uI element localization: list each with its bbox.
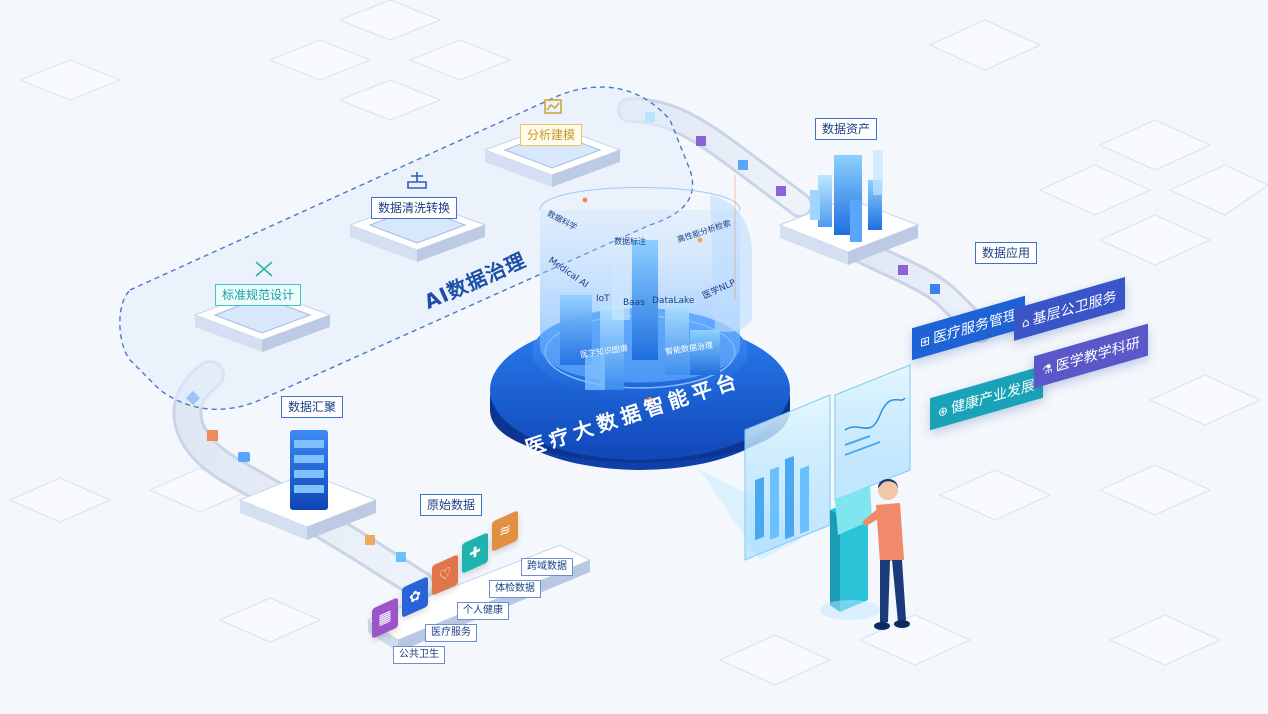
step-data-aggregation: 数据汇聚 (281, 396, 344, 418)
home-care-icon: ⌂ (1022, 314, 1030, 331)
step-data-assets: 数据资产 (815, 118, 878, 140)
cyl-label-iot: IoT (596, 294, 610, 304)
step-data-application: 数据应用 (975, 242, 1038, 264)
step-data-cleaning: 数据清洗转换 (371, 197, 458, 219)
raw-source-personal-health: 个人健康 (457, 602, 509, 620)
step-standard-design: 标准规范设计 (215, 284, 302, 306)
raw-source-physical-exam: 体检数据 (489, 580, 541, 598)
step-analysis-modeling: 分析建模 (520, 124, 583, 146)
flask-icon: ⚗ (1042, 360, 1053, 379)
cyl-label-data-annotation: 数据标注 (614, 237, 646, 246)
cyl-label-datalake: DataLake (652, 296, 695, 306)
medical-kit-icon: ⊞ (920, 333, 931, 350)
raw-source-medical-service: 医疗服务 (425, 624, 477, 642)
raw-source-public-health: 公共卫生 (393, 646, 445, 664)
hospital-icon: ⊕ (938, 403, 949, 420)
cyl-label-baas: Baas (623, 298, 645, 308)
raw-source-cross-domain: 跨域数据 (521, 558, 573, 576)
step-raw-data: 原始数据 (420, 494, 483, 516)
